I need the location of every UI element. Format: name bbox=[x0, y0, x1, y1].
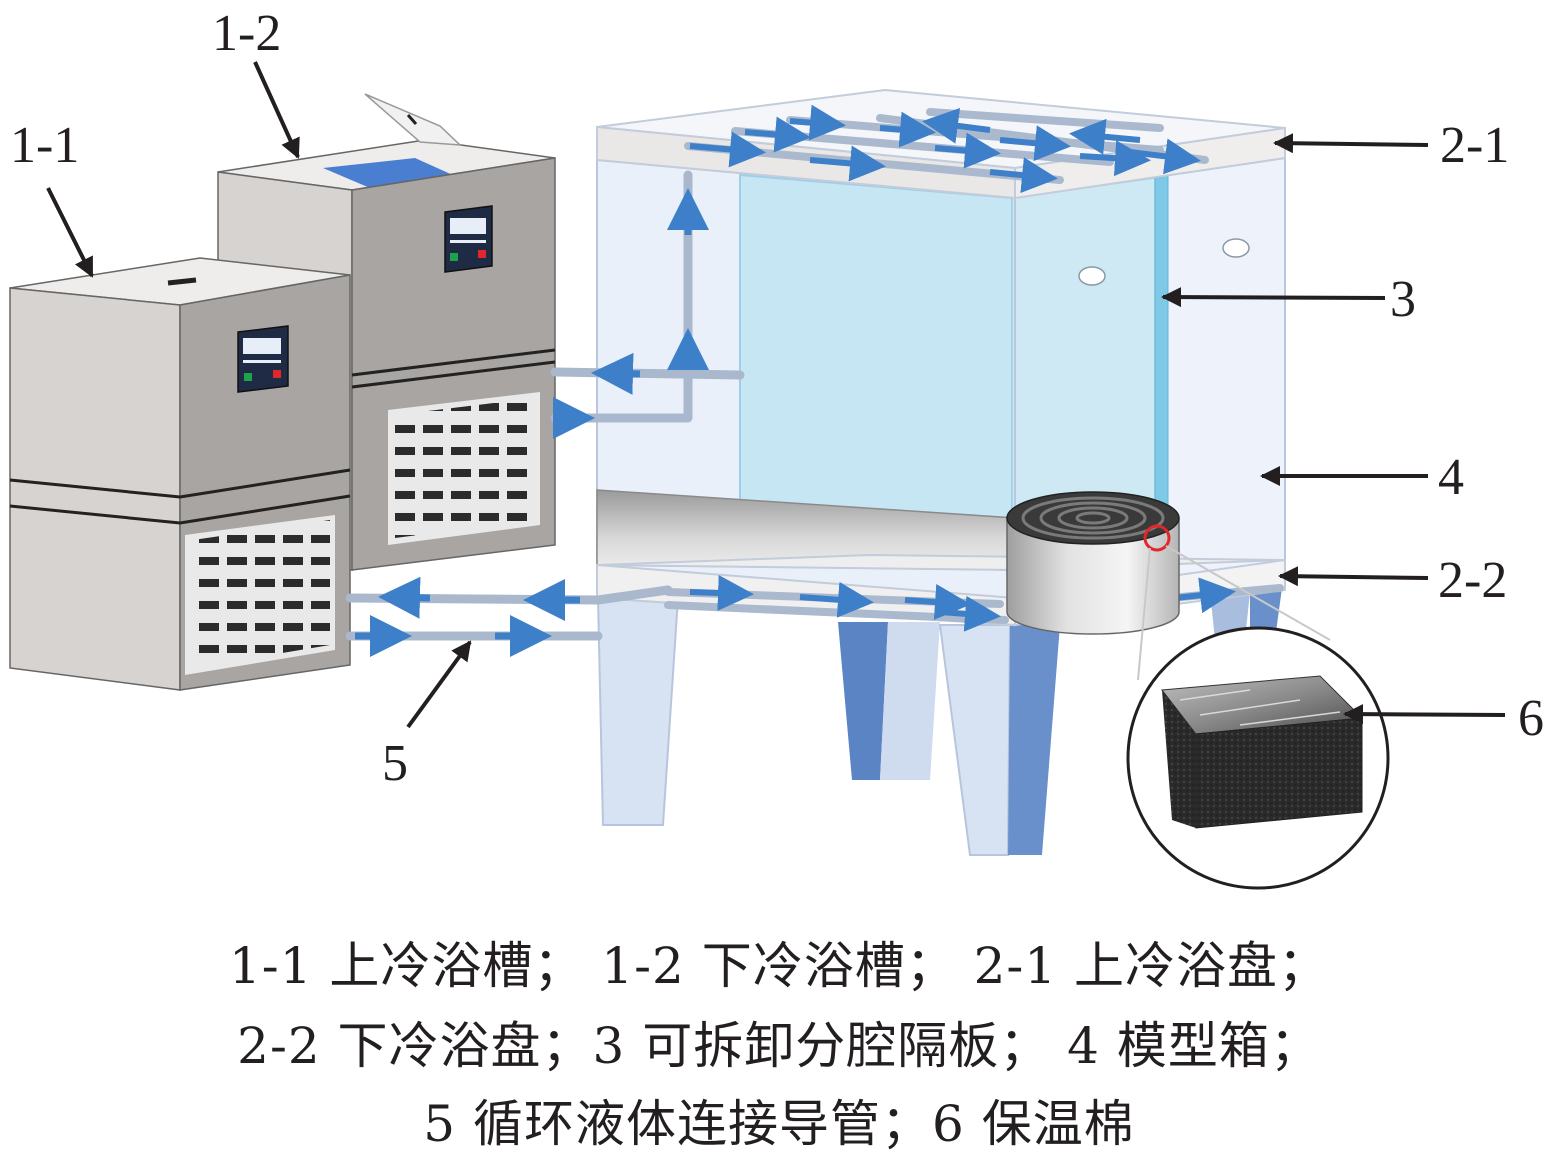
leader-lines bbox=[46, 61, 1506, 729]
label-upper-cold-bath: 1-1 bbox=[10, 117, 79, 174]
caption-line-2: 2-2 下冷浴盘；3 可拆卸分腔隔板； 4 模型箱； bbox=[237, 1017, 1321, 1075]
insulation-roll bbox=[1006, 491, 1331, 681]
label-partition: 3 bbox=[1390, 271, 1416, 328]
upper-cooling-plate bbox=[596, 88, 1286, 200]
label-upper-cooling-plate: 2-1 bbox=[1440, 117, 1509, 174]
label-lower-cooling-plate: 2-2 bbox=[1438, 552, 1507, 609]
upper-cold-bath-unit bbox=[9, 257, 351, 691]
upper-plate-flow-arrows bbox=[689, 104, 1201, 194]
caption-line-1: 1-1 上冷浴槽； 1-2 下冷浴槽； 2-1 上冷浴盘； bbox=[228, 937, 1330, 995]
label-insulation: 6 bbox=[1518, 690, 1544, 747]
label-conduit: 5 bbox=[382, 735, 408, 792]
label-model-box: 4 bbox=[1438, 449, 1464, 506]
circulation-conduits bbox=[345, 170, 745, 657]
lower-plate-flow-arrows bbox=[689, 574, 1236, 632]
label-lower-cold-bath: 1-2 bbox=[212, 5, 281, 62]
caption-line-3: 5 循环液体连接导管；6 保温棉 bbox=[423, 1095, 1135, 1153]
insulation-detail-circle bbox=[1126, 626, 1390, 890]
